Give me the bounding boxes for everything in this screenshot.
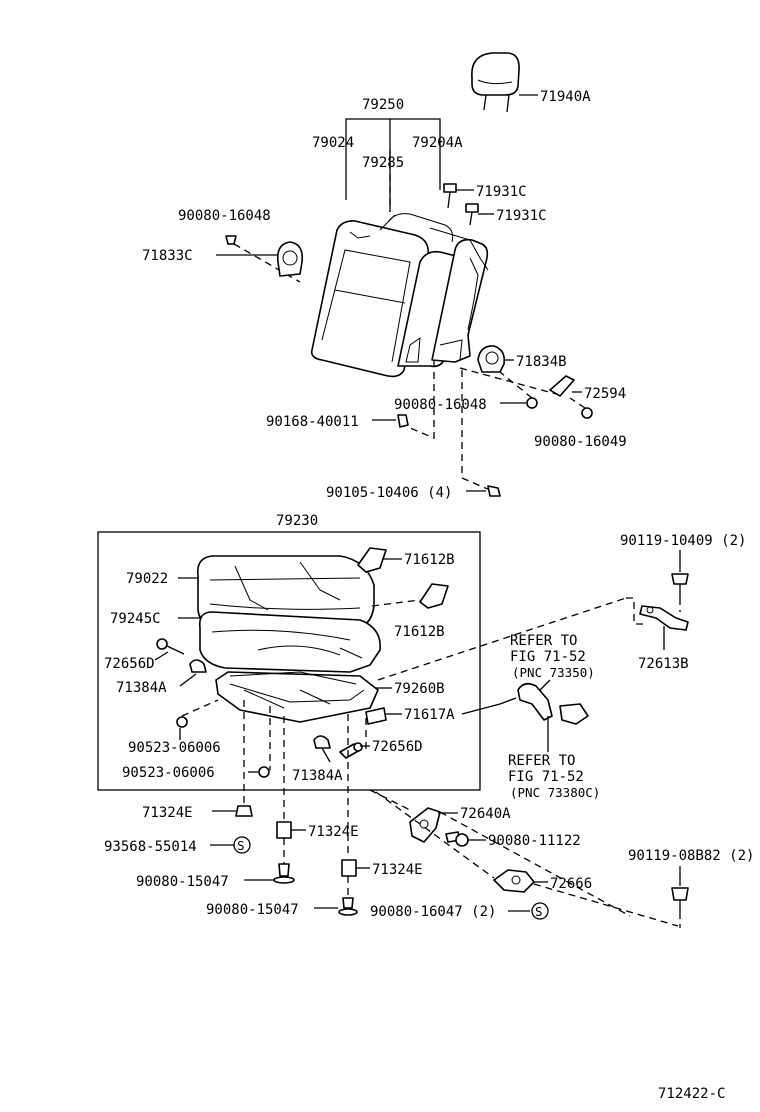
label-79285: 79285 (362, 155, 404, 171)
label-72613B: 72613B (638, 656, 689, 672)
label-90168-40011: 90168-40011 (266, 414, 359, 430)
s-mark-circle-2 (531, 902, 549, 920)
label-71833C: 71833C (142, 248, 193, 264)
bolt-90080-15047-b (338, 897, 358, 916)
label-71931C-1: 71931C (476, 184, 527, 200)
label-90080-16047: 90080-16047 (2) (370, 904, 496, 920)
label-79230: 79230 (276, 513, 318, 529)
bracket-72613B (639, 605, 689, 631)
refer1-line2: FIG 71-52 (510, 649, 586, 665)
screw-90080-16049 (581, 407, 593, 419)
bolt-90168-40011 (397, 414, 409, 428)
bracket-71612B-b (419, 583, 449, 609)
bolt-72656D-a (156, 638, 185, 655)
label-plate-71617A (365, 707, 387, 725)
label-90080-11122: 90080-11122 (488, 833, 581, 849)
s-mark-circle-1 (233, 836, 251, 854)
label-90080-16048-b: 90080-16048 (394, 397, 487, 413)
label-71384A-2: 71384A (292, 768, 343, 784)
label-71324E-3: 71324E (372, 862, 423, 878)
s-mark-2: S (535, 904, 543, 919)
refer2-line2: FIG 71-52 (508, 769, 584, 785)
label-90080-16048-a: 90080-16048 (178, 208, 271, 224)
bracket-72666 (493, 869, 535, 893)
refer1-line1: REFER TO (510, 633, 577, 649)
label-79260B: 79260B (394, 681, 445, 697)
seatback-cover-part (310, 220, 430, 378)
label-71324E-2: 71324E (308, 824, 359, 840)
clip-90523-06006-a (176, 716, 188, 728)
seatback-frame-part (405, 227, 489, 363)
refer1-line3: (PNC 73350) (512, 665, 595, 680)
screw-90080-16048-b (526, 397, 538, 409)
label-71324E-1: 71324E (142, 805, 193, 821)
label-79245C: 79245C (110, 611, 161, 627)
diagram-code: 712422-C (658, 1086, 725, 1102)
label-79204A: 79204A (412, 135, 463, 151)
label-72656D-2: 72656D (372, 739, 423, 755)
clip-71384A-a (189, 659, 207, 673)
label-90105-10406: 90105-10406 (4) (326, 485, 452, 501)
label-90523-06006-2: 90523-06006 (122, 765, 215, 781)
assembly-box-79230 (97, 531, 481, 791)
refer2-line3: (PNC 73380C) (510, 785, 600, 800)
bolt-71931C-b (465, 203, 479, 226)
label-71931C-2: 71931C (496, 208, 547, 224)
bolt-90080-15047-a (273, 863, 295, 884)
bolt-90105-10406 (487, 485, 501, 497)
clip-71384A-b (313, 735, 331, 749)
seat-pad-79245C (198, 611, 381, 673)
nut-71324E-b (276, 821, 292, 839)
refer2-line1: REFER TO (508, 753, 575, 769)
label-90523-06006-1: 90523-06006 (128, 740, 221, 756)
bolt-90119-10409 (671, 573, 689, 598)
label-71617A: 71617A (404, 707, 455, 723)
label-90119-08B82: 90119-08B82 (2) (628, 848, 754, 864)
bolt-90119-08B82 (671, 887, 689, 912)
label-71834B: 71834B (516, 354, 567, 370)
bolt-90080-11122 (445, 831, 469, 847)
s-mark-1: S (237, 838, 245, 853)
clip-90523-06006-b (258, 766, 270, 778)
bolt-71931C-a (443, 183, 457, 209)
bracket-71612B-a (357, 547, 387, 573)
label-79024: 79024 (312, 135, 354, 151)
label-90080-15047-1: 90080-15047 (136, 874, 229, 890)
part-ref-73350 (517, 682, 589, 725)
seat-frame-79260B (215, 671, 379, 723)
label-71612B-2: 71612B (394, 624, 445, 640)
lever-72594 (549, 375, 575, 397)
label-90119-10409: 90119-10409 (2) (620, 533, 746, 549)
label-72656D-1: 72656D (104, 656, 155, 672)
belt-guide-71833C (276, 241, 304, 277)
hinge-cover-71834B (477, 345, 506, 373)
label-90080-16049: 90080-16049 (534, 434, 627, 450)
screw-90080-16048-a (225, 235, 237, 245)
label-71612B-1: 71612B (404, 552, 455, 568)
bolt-72656D-b (339, 742, 363, 759)
nut-71324E-a (235, 805, 253, 817)
label-72594: 72594 (584, 386, 626, 402)
label-90080-15047-2: 90080-15047 (206, 902, 299, 918)
headrest-part (471, 52, 520, 113)
nut-71324E-c (341, 859, 357, 877)
label-79250: 79250 (362, 97, 404, 113)
seat-cover-79022 (196, 555, 375, 631)
label-79022: 79022 (126, 571, 168, 587)
label-93568-55014: 93568-55014 (104, 839, 197, 855)
label-71384A-1: 71384A (116, 680, 167, 696)
label-72640A: 72640A (460, 806, 511, 822)
bracket-72640A (409, 807, 441, 843)
label-71940A: 71940A (540, 89, 591, 105)
